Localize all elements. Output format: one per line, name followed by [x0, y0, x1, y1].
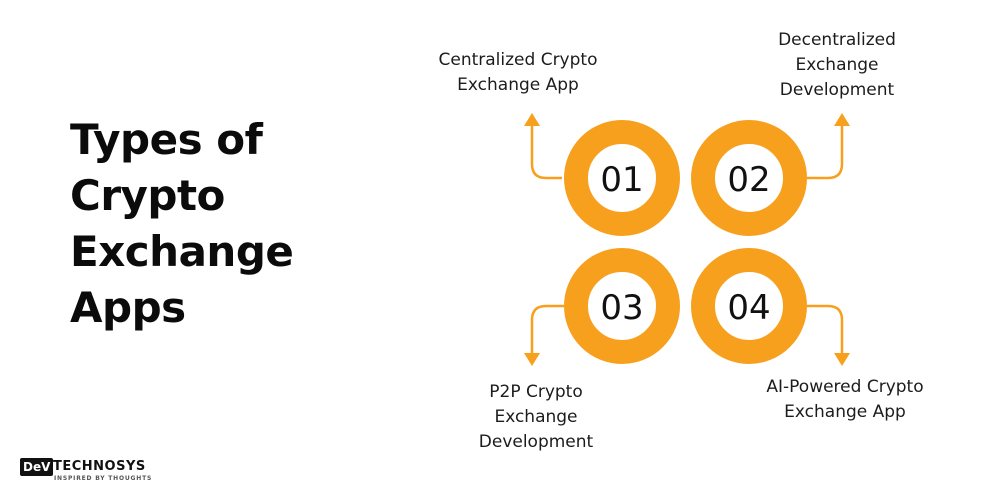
arrow-down-04-icon — [834, 353, 850, 366]
label-line: AI-Powered Crypto — [766, 377, 924, 397]
label-line: Exchange — [795, 55, 879, 75]
connector-02 — [804, 125, 844, 180]
connector-04 — [804, 304, 844, 354]
label-line: Centralized Crypto — [438, 50, 598, 70]
logo-badge: DeV — [20, 458, 54, 476]
number-02: 02 — [727, 160, 770, 200]
title-line-1: Types of — [70, 115, 263, 164]
number-01: 01 — [600, 160, 643, 200]
ring-04 — [691, 248, 807, 364]
label-ai-powered: AI-Powered Crypto Exchange App — [730, 375, 960, 425]
label-line: Exchange App — [457, 75, 579, 95]
label-line: Decentralized — [778, 30, 896, 50]
logo-wordmark: TECHNOSYS — [53, 459, 146, 474]
arrow-up-02-icon — [834, 113, 850, 126]
rings — [564, 120, 807, 364]
label-line: Exchange App — [784, 402, 906, 422]
title-line-3: Exchange — [70, 227, 294, 276]
connectors — [530, 125, 844, 354]
number-03: 03 — [600, 288, 643, 328]
label-centralized: Centralized Crypto Exchange App — [418, 48, 618, 98]
brand-logo: DeV TECHNOSYS INSPIRED BY THOUGHTS — [20, 458, 160, 488]
arrow-heads — [524, 113, 850, 366]
ring-01 — [564, 120, 680, 236]
arrow-down-03-icon — [524, 353, 540, 366]
connector-03 — [530, 304, 564, 354]
arrow-up-01-icon — [524, 113, 540, 126]
label-line: Development — [478, 432, 594, 452]
label-decentralized: Decentralized Exchange Development — [737, 28, 937, 103]
title-line-2: Crypto — [70, 171, 225, 220]
label-p2p: P2P Crypto Exchange Development — [436, 380, 636, 455]
ring-03 — [564, 248, 680, 364]
label-line: Development — [779, 80, 895, 100]
label-line: Exchange — [494, 407, 578, 427]
ring-02 — [691, 120, 807, 236]
label-line: P2P Crypto — [489, 382, 583, 402]
page-title: Types of Crypto Exchange Apps — [70, 112, 294, 336]
title-line-4: Apps — [70, 283, 186, 332]
logo-tagline: INSPIRED BY THOUGHTS — [54, 475, 153, 482]
number-04: 04 — [727, 288, 770, 328]
connector-01 — [530, 125, 562, 180]
